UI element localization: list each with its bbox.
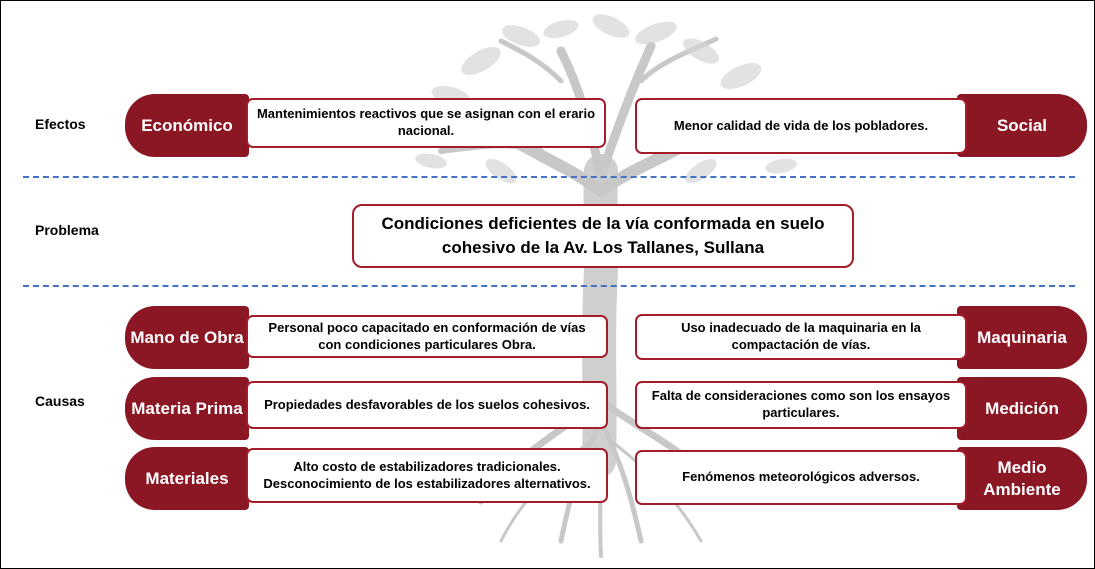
problem-row-label: Problema xyxy=(35,222,99,238)
effect-tag-economico: Económico xyxy=(125,94,249,157)
effect-box-economico: Mantenimientos reactivos que se asignan … xyxy=(246,98,606,148)
cause-box-materia-prima: Propiedades desfavorables de los suelos … xyxy=(246,381,608,429)
causes-row-label: Causas xyxy=(35,393,85,409)
cause-box-materiales: Alto costo de estabilizadores tradiciona… xyxy=(246,448,608,503)
cause-tag-medio-ambiente: Medio Ambiente xyxy=(957,447,1087,510)
cause-tag-materiales: Materiales xyxy=(125,447,249,510)
problem-box: Condiciones deficientes de la vía confor… xyxy=(352,204,854,268)
cause-tag-materia-prima: Materia Prima xyxy=(125,377,249,440)
effect-box-social: Menor calidad de vida de los pobladores. xyxy=(635,98,967,154)
divider-effects-problem xyxy=(23,176,1075,178)
effects-row-label: Efectos xyxy=(35,116,86,132)
cause-box-medicion: Falta de consideraciones como son los en… xyxy=(635,381,967,429)
cause-tag-medicion: Medición xyxy=(957,377,1087,440)
cause-tag-mano-de-obra: Mano de Obra xyxy=(125,306,249,369)
cause-box-mano-de-obra: Personal poco capacitado en conformación… xyxy=(246,315,608,358)
divider-problem-causes xyxy=(23,285,1075,287)
cause-box-medio-ambiente: Fenómenos meteorológicos adversos. xyxy=(635,450,967,505)
cause-tag-maquinaria: Maquinaria xyxy=(957,306,1087,369)
effect-tag-social: Social xyxy=(957,94,1087,157)
cause-box-maquinaria: Uso inadecuado de la maquinaria en la co… xyxy=(635,314,967,360)
